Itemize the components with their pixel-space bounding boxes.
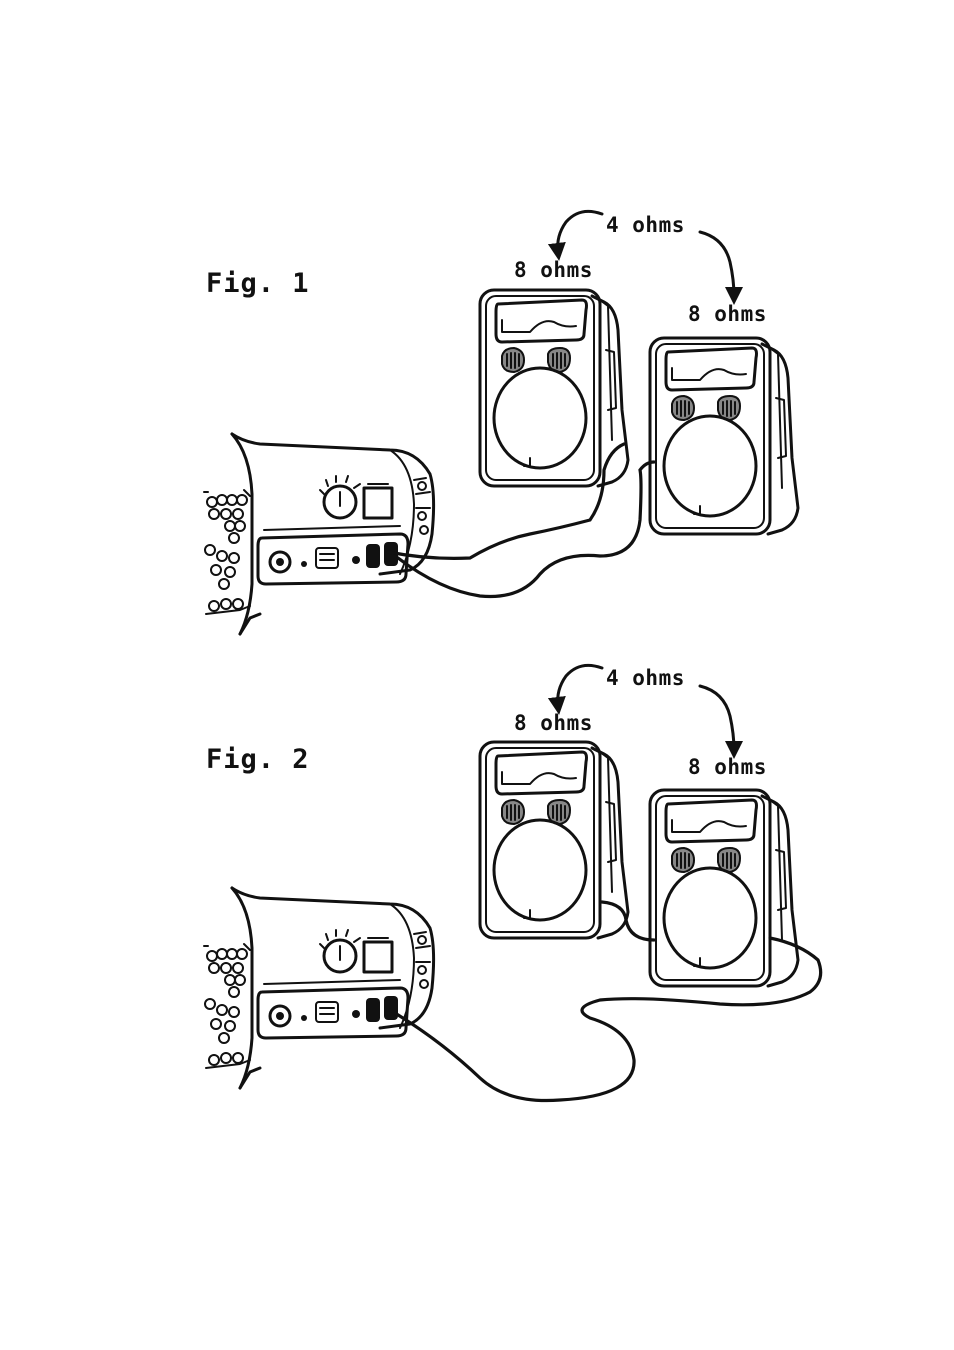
- figure-1-right-speaker: [650, 338, 798, 534]
- figure-1-amplifier: [204, 434, 434, 634]
- figure-2-left-speaker-impedance-label: 8 ohms: [514, 713, 593, 734]
- figure-2-title: Fig. 2: [206, 746, 310, 773]
- figure-2-drawing: [204, 665, 821, 1100]
- figure-2-cable-from-amplifier: [390, 938, 821, 1101]
- figure-1-drawing: [204, 211, 798, 634]
- figure-1-cable-to-left-speaker: [388, 444, 624, 558]
- figure-2-right-speaker: [650, 790, 798, 986]
- figure-1-left-speaker: [480, 290, 628, 486]
- figure-2-left-speaker: [480, 742, 628, 938]
- figure-2-total-impedance-label: 4 ohms: [606, 668, 685, 689]
- figure-1-cable-to-right-speaker: [398, 462, 654, 597]
- figure-2-right-speaker-impedance-label: 8 ohms: [688, 757, 767, 778]
- figure-2-amplifier: [204, 888, 434, 1088]
